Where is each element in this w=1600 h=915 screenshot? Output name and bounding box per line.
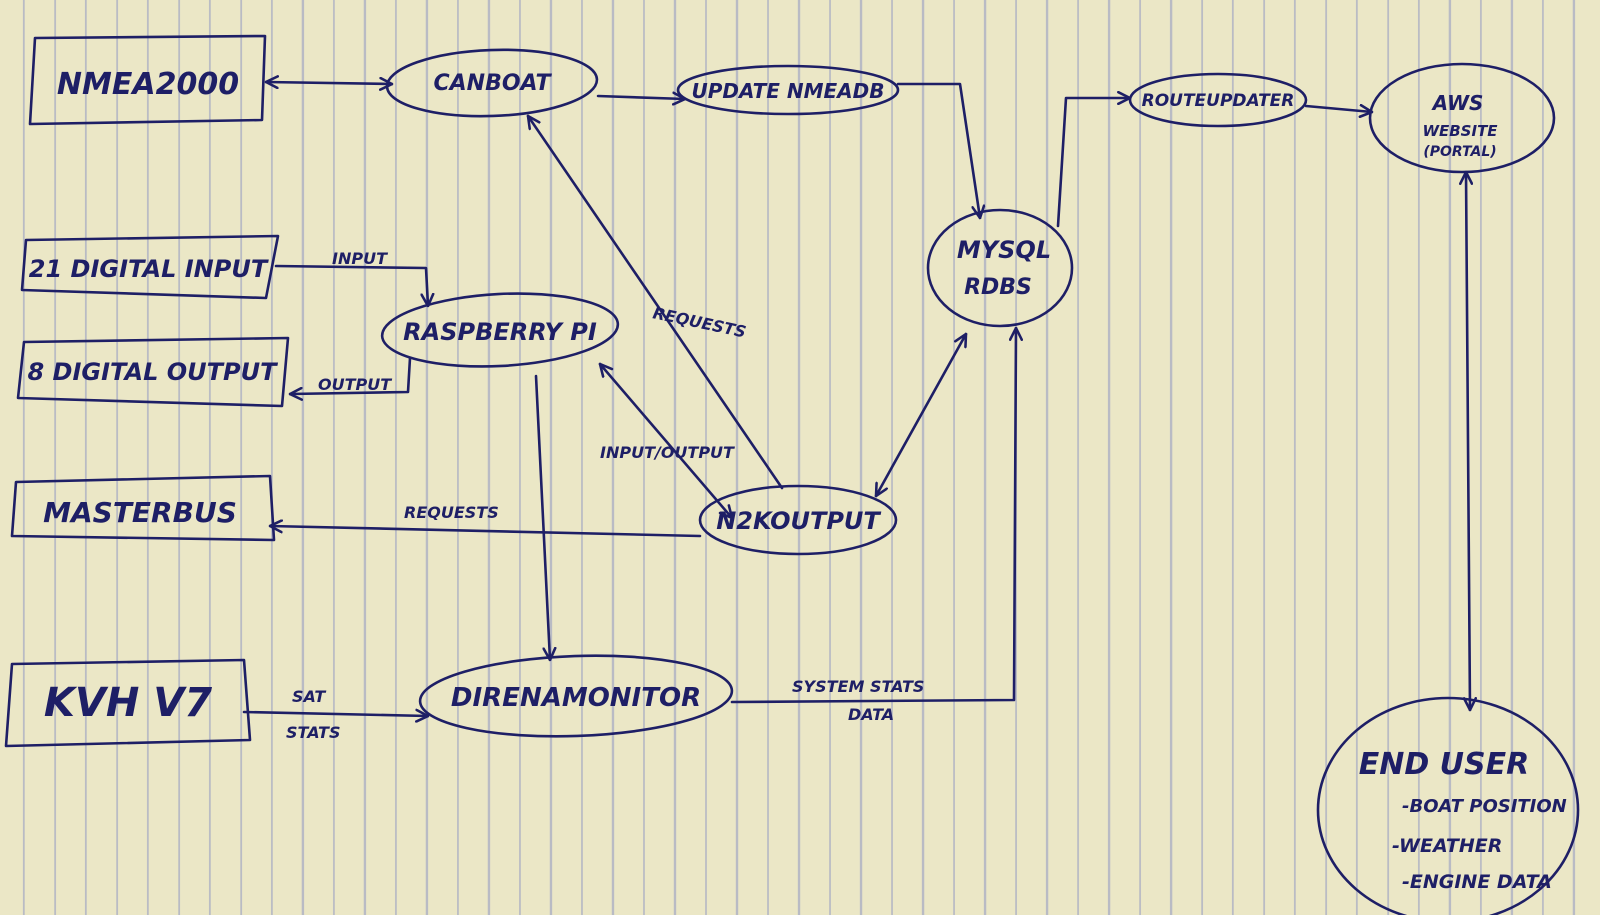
- edge-canboat-update-nmeadb: [596, 96, 685, 99]
- node-direnamonitor: DIRENAMONITOR: [418, 654, 734, 738]
- node-nmea2000: NMEA2000: [28, 34, 267, 126]
- node-n2koutput: N2KOUTPUT: [698, 484, 898, 556]
- end-user-label: END USER: [1359, 747, 1530, 782]
- node-digital-output: 8 DIGITAL OUTPUT: [16, 336, 290, 408]
- edge-kvh-direnamonitor: [242, 712, 428, 716]
- node-masterbus: MASTERBUS: [10, 474, 276, 542]
- input-edge-label: INPUT: [332, 249, 388, 268]
- edge-n2koutput-canboat: [528, 116, 784, 490]
- update-nmeadb-label: UPDATE NMEADB: [692, 79, 885, 103]
- node-canboat: CANBOAT: [385, 48, 599, 118]
- rdbs-label: RDBS: [964, 275, 1032, 300]
- node-kvh-v7: KVH V7: [4, 658, 252, 748]
- digital-input-label: 21 DIGITAL INPUT: [29, 255, 269, 283]
- masterbus-label: MASTERBUS: [43, 496, 237, 529]
- requests-masterbus-edge-label: REQUESTS: [404, 503, 499, 522]
- system-stats-edge-label: SYSTEM STATS: [792, 677, 924, 696]
- mysql-label: MYSQL: [957, 236, 1051, 264]
- node-end-user: END USER -BOAT POSITION -WEATHER -ENGINE…: [1316, 696, 1580, 915]
- data-edge-label: DATA: [848, 705, 894, 724]
- edge-nmea2000-canboat: [264, 82, 394, 84]
- route-updater-label: ROUTEUPDATER: [1142, 91, 1295, 111]
- requests-canboat-edge-label: REQUESTS: [651, 303, 748, 341]
- edge-mysql-route-updater: [1056, 98, 1132, 228]
- portal-label: (PORTAL): [1423, 144, 1496, 160]
- edge-aws-end-user: [1466, 170, 1470, 712]
- end-user-item-boat-position: -BOAT POSITION: [1402, 796, 1567, 817]
- node-update-nmeadb: UPDATE NMEADB: [676, 64, 900, 116]
- edge-n2koutput-masterbus: [270, 526, 702, 538]
- raspberry-pi-label: RASPBERRY PI: [403, 318, 597, 346]
- end-user-item-engine-data: -ENGINE DATA: [1402, 871, 1552, 893]
- aws-label: AWS: [1431, 91, 1484, 115]
- edge-n2koutput-mysql: [876, 334, 966, 496]
- node-aws-portal: AWS WEBSITE (PORTAL): [1368, 62, 1556, 174]
- edge-raspberry-n2koutput: [600, 364, 732, 518]
- edge-digital-input-raspberry: [274, 264, 428, 306]
- edge-raspberry-digital-output: [288, 356, 412, 394]
- stats-edge-label: STATS: [286, 723, 340, 742]
- direnamonitor-label: DIRENAMONITOR: [451, 683, 701, 713]
- edge-update-nmeadb-mysql: [896, 82, 980, 218]
- output-edge-label: OUTPUT: [318, 375, 392, 394]
- node-raspberry-pi: RASPBERRY PI: [380, 292, 620, 368]
- edge-route-updater-aws: [1304, 106, 1372, 112]
- edge-raspberry-direnamonitor: [534, 374, 550, 660]
- kvh-v7-label: KVH V7: [44, 680, 212, 726]
- canboat-label: CANBOAT: [434, 71, 553, 96]
- sat-edge-label: SAT: [292, 687, 326, 706]
- n2koutput-label: N2KOUTPUT: [716, 507, 881, 535]
- node-mysql-rdbs: MYSQL RDBS: [926, 208, 1074, 328]
- node-route-updater: ROUTEUPDATER: [1128, 72, 1308, 128]
- input-output-edge-label: INPUT/OUTPUT: [600, 443, 735, 462]
- nmea2000-label: NMEA2000: [57, 67, 239, 102]
- edge-direnamonitor-mysql: [730, 326, 1016, 704]
- node-digital-input: 21 DIGITAL INPUT: [20, 234, 280, 300]
- end-user-item-weather: -WEATHER: [1392, 835, 1502, 857]
- website-label: WEBSITE: [1422, 122, 1498, 140]
- digital-output-label: 8 DIGITAL OUTPUT: [28, 358, 279, 386]
